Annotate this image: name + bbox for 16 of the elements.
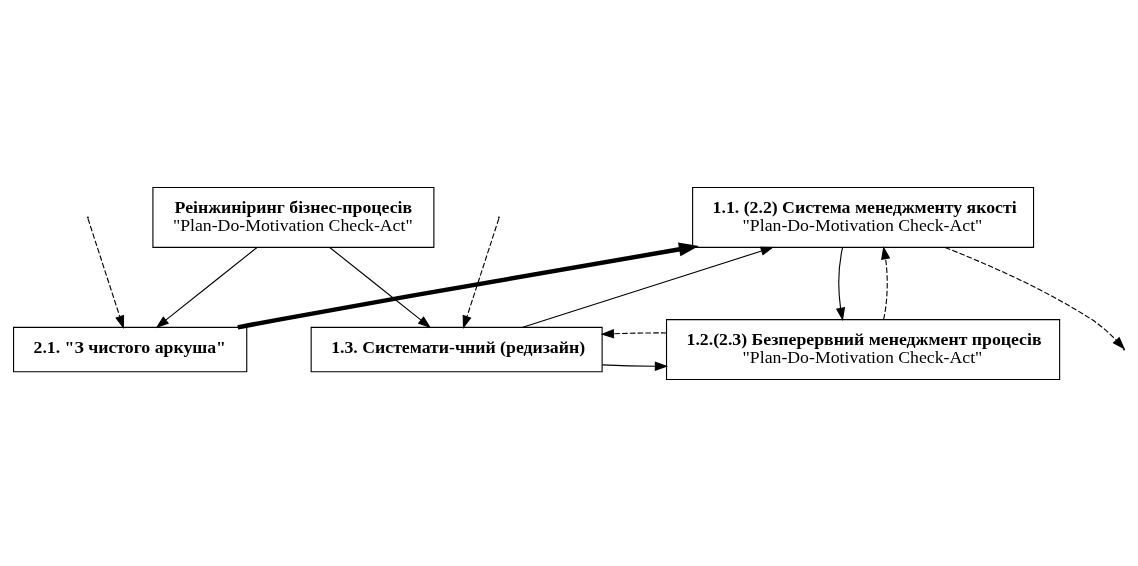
node-box: 2.1. "З чистого аркуша" [13, 326, 248, 372]
arrow [835, 246, 846, 321]
arrow [462, 217, 500, 329]
node-box: Реінжиніринг бізнес-процесів "Plan-Do-Motivation Check-Act" [152, 186, 435, 248]
arrow [944, 246, 1126, 350]
arrow [881, 245, 891, 320]
arrow [237, 241, 699, 329]
node-box: 1.2.(2.3) Безперервний менеджмент процесів "Plan-Do-Motivation Check-Act" [665, 318, 1061, 380]
arrow [155, 246, 258, 328]
arrow [87, 217, 125, 329]
node-box: 1.1. (2.2) Система менеджменту якості "Plan-Do-Motivation Check-Act" [692, 186, 1035, 248]
arrow [600, 328, 668, 338]
arrow [601, 361, 669, 371]
arrow [329, 246, 432, 328]
arrow [522, 246, 774, 328]
node-box: 1.3. Системати-чний (редизайн) [310, 326, 603, 372]
